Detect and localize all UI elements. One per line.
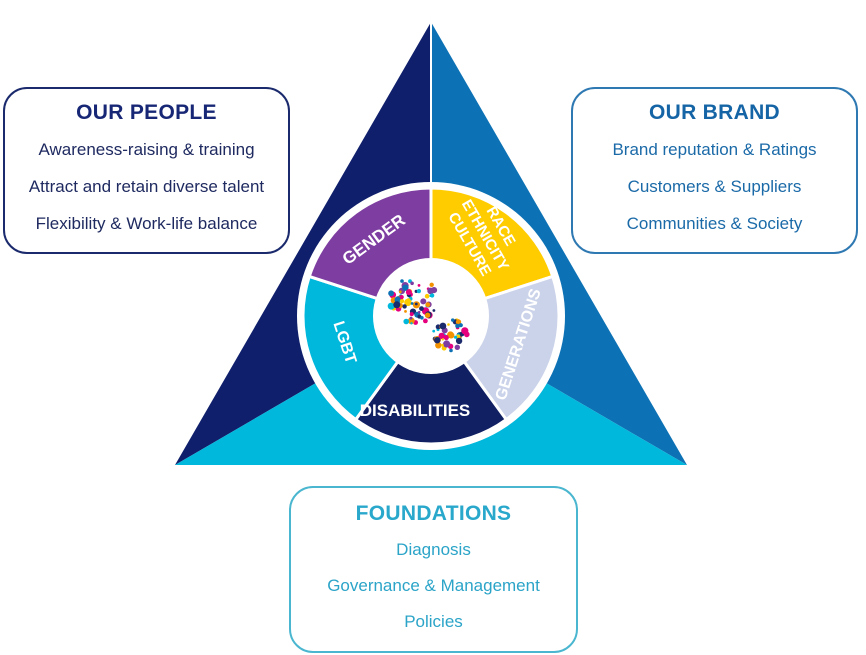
logo-dot	[441, 338, 444, 341]
logo-dot	[400, 279, 404, 283]
logo-dot	[417, 310, 421, 314]
our-brand-title: OUR BRAND	[648, 101, 781, 124]
logo-dot	[429, 282, 434, 287]
logo-dot	[402, 284, 409, 291]
logo-dot	[427, 287, 434, 295]
logo-dot	[432, 329, 436, 333]
logo-dot	[387, 302, 395, 310]
our-brand-item: Brand reputation & Ratings	[612, 140, 817, 159]
logo-dot	[424, 312, 431, 318]
foundations-item: Diagnosis	[396, 540, 471, 559]
logo-dot	[454, 335, 458, 339]
logo-dot	[447, 323, 450, 326]
logo-dot	[388, 290, 394, 297]
logo-dot	[402, 304, 407, 309]
logo-dot	[420, 316, 424, 320]
logo-dot	[414, 302, 418, 306]
our-brand-box: OUR BRAND Brand reputation & Ratings Cus…	[571, 87, 858, 254]
logo-dot	[416, 289, 421, 294]
logo-dot	[424, 293, 430, 299]
logo-dot	[443, 334, 449, 341]
logo-dot	[423, 318, 428, 324]
logo-dot	[451, 318, 455, 322]
diversity-dots-logo	[387, 279, 470, 353]
logo-dot	[455, 337, 463, 345]
logo-dot	[439, 322, 447, 330]
logo-dot	[432, 309, 436, 312]
logo-dot	[399, 295, 404, 300]
logo-dot	[419, 306, 424, 311]
logo-dot	[410, 322, 413, 325]
our-brand-item: Customers & Suppliers	[627, 177, 802, 196]
logo-dot	[464, 331, 470, 338]
logo-dot	[449, 348, 453, 353]
our-people-item: Attract and retain diverse talent	[28, 177, 265, 196]
logo-dot	[403, 318, 410, 325]
logo-dot	[434, 337, 441, 344]
our-people-box: OUR PEOPLE Awareness-raising & training …	[3, 87, 290, 254]
logo-dot	[420, 298, 427, 305]
logo-dot	[410, 281, 414, 286]
logo-dot	[455, 323, 460, 329]
foundations-item: Governance & Management	[327, 576, 540, 595]
triangle-left-face	[175, 22, 431, 465]
our-people-title: OUR PEOPLE	[76, 101, 217, 124]
logo-dot	[393, 301, 401, 309]
logo-dot	[398, 290, 402, 294]
segment-disabilities	[353, 313, 509, 446]
our-people-item: Awareness-raising & training	[38, 140, 255, 159]
our-brand-item: Communities & Society	[626, 214, 803, 233]
foundations-item: Policies	[404, 612, 463, 631]
logo-dot	[409, 316, 413, 320]
triangle-right-face	[431, 22, 687, 465]
logo-dot	[438, 332, 445, 340]
logo-dot	[448, 332, 455, 339]
logo-dot	[407, 317, 415, 325]
logo-dot	[435, 342, 442, 349]
logo-dot	[443, 340, 451, 348]
our-people-item: Flexibility & Work-life balance	[35, 214, 258, 233]
logo-dot	[404, 310, 407, 313]
logo-dot	[410, 302, 414, 305]
logo-dot	[454, 344, 460, 350]
foundations-box: FOUNDATIONS Diagnosis Governance & Manag…	[289, 486, 578, 653]
segment-label-disabilities: DISABILITIES	[360, 401, 471, 420]
logo-dot	[430, 293, 435, 298]
logo-dot	[441, 343, 444, 347]
logo-dot	[405, 289, 412, 296]
logo-dot	[425, 302, 431, 308]
logo-dot	[458, 323, 463, 328]
logo-dot	[409, 312, 414, 317]
foundations-title: FOUNDATIONS	[355, 502, 512, 525]
logo-dot	[417, 284, 421, 287]
logo-dot	[404, 298, 412, 307]
logo-dot	[399, 298, 405, 304]
